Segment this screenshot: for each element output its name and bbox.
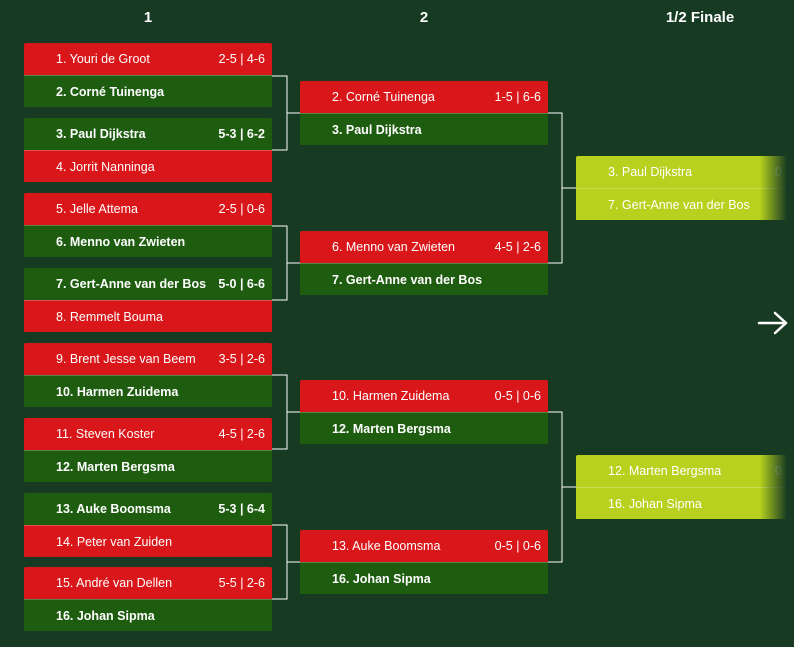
match-score: 2-5 | 4-6 [218,52,265,66]
player-row[interactable]: 10. Harmen Zuidema [24,375,272,407]
round1-match-6[interactable]: 11. Steven Koster 4-5 | 2-6 12. Marten Be… [24,418,272,483]
match-score: 3-5 | 2-6 [218,352,265,366]
match-score: 5-0 | 6-6 [218,277,265,291]
player-row[interactable]: 3. Paul Dijkstra 5-3 | 6-2 [24,118,272,150]
player-row[interactable]: 16. Johan Sipma [300,562,548,594]
semifinal-match-2[interactable]: 12. Marten Bergsma0 16. Johan Sipma [576,455,794,520]
round1-match-2[interactable]: 3. Paul Dijkstra 5-3 | 6-2 4. Jorrit Nann… [24,118,272,183]
player-name: 3. Paul Dijkstra [56,127,146,141]
round1-match-8[interactable]: 15. André van Dellen 5-5 | 2-6 16. Johan … [24,567,272,632]
round2-match-4[interactable]: 13. Auke Boomsma 0-5 | 0-6 16. Johan Sipm… [300,530,548,595]
player-row[interactable]: 12. Marten Bergsma0 [576,455,794,487]
player-name: 4. Jorrit Nanninga [56,160,155,174]
round2-match-2[interactable]: 6. Menno van Zwieten 4-5 | 2-6 7. Gert-An… [300,231,548,296]
player-name: 3. Paul Dijkstra [332,123,422,137]
player-row[interactable]: 7. Gert-Anne van der Bos 5-0 | 6-6 [24,268,272,300]
player-name: 6. Menno van Zwieten [332,240,455,254]
player-name: 16. Johan Sipma [332,572,431,586]
player-row[interactable]: 13. Auke Boomsma 0-5 | 0-6 [300,530,548,562]
player-row[interactable]: 7. Gert-Anne van der Bos [576,188,794,220]
round-header-1: 1 [143,9,153,26]
player-row[interactable]: 14. Peter van Zuiden [24,525,272,557]
player-name: 2. Corné Tuinenga [332,90,435,104]
player-name: 13. Auke Boomsma [332,539,441,553]
player-row[interactable]: 16. Johan Sipma [24,599,272,631]
player-row[interactable]: 13. Auke Boomsma 5-3 | 6-4 [24,493,272,525]
player-name: 8. Remmelt Bouma [56,310,163,324]
player-row[interactable]: 3. Paul Dijkstra0 [576,156,794,188]
player-name: 5. Jelle Attema [56,202,138,216]
scroll-fade [760,150,794,520]
player-name: 12. Marten Bergsma [56,460,175,474]
match-score: 5-5 | 2-6 [218,576,265,590]
player-name: 7. Gert-Anne van der Bos [608,198,750,212]
player-row[interactable]: 12. Marten Bergsma [24,450,272,482]
round2-match-1[interactable]: 2. Corné Tuinenga 1-5 | 6-6 3. Paul Dijks… [300,81,548,146]
match-score: 2-5 | 0-6 [218,202,265,216]
player-name: 3. Paul Dijkstra [608,165,693,179]
player-name: 15. André van Dellen [56,576,173,590]
player-name: 13. Auke Boomsma [56,502,171,516]
player-name: 12. Marten Bergsma [332,422,451,436]
player-row[interactable]: 4. Jorrit Nanninga [24,150,272,182]
player-row[interactable]: 9. Brent Jesse van Beem 3-5 | 2-6 [24,343,272,375]
arrow-right-icon[interactable] [756,308,790,338]
player-row[interactable]: 3. Paul Dijkstra [300,113,548,145]
player-name: 16. Johan Sipma [56,609,155,623]
player-row[interactable]: 12. Marten Bergsma [300,412,548,444]
player-name: 9. Brent Jesse van Beem [56,352,196,366]
player-name: 7. Gert-Anne van der Bos [56,277,207,291]
player-name: 10. Harmen Zuidema [332,389,450,403]
semifinal-match-1[interactable]: 3. Paul Dijkstra0 7. Gert-Anne van der B… [576,156,794,221]
player-row[interactable]: 6. Menno van Zwieten 4-5 | 2-6 [300,231,548,263]
round1-match-1[interactable]: 1. Youri de Groot 2-5 | 4-6 2. Corné Tuin… [24,43,272,108]
round1-match-7[interactable]: 13. Auke Boomsma 5-3 | 6-4 14. Peter van … [24,493,272,558]
player-row[interactable]: 16. Johan Sipma [576,487,794,519]
player-row[interactable]: 2. Corné Tuinenga 1-5 | 6-6 [300,81,548,113]
player-row[interactable]: 10. Harmen Zuidema 0-5 | 0-6 [300,380,548,412]
player-row[interactable]: 7. Gert-Anne van der Bos [300,263,548,295]
player-row[interactable]: 2. Corné Tuinenga [24,75,272,107]
match-score: 1-5 | 6-6 [494,90,541,104]
match-score: 0-5 | 0-6 [494,389,541,403]
match-score: 5-3 | 6-4 [218,502,265,516]
player-name: 14. Peter van Zuiden [56,535,173,549]
player-name: 1. Youri de Groot [56,52,150,66]
player-name: 7. Gert-Anne van der Bos [332,273,483,287]
player-name: 12. Marten Bergsma [608,464,722,478]
player-row[interactable]: 8. Remmelt Bouma [24,300,272,332]
round-header-2: 2 [419,9,429,26]
round1-match-4[interactable]: 7. Gert-Anne van der Bos 5-0 | 6-6 8. Rem… [24,268,272,333]
match-score: 0-5 | 0-6 [494,539,541,553]
player-row[interactable]: 15. André van Dellen 5-5 | 2-6 [24,567,272,599]
player-name: 11. Steven Koster [56,427,155,441]
match-score: 5-3 | 6-2 [218,127,265,141]
player-row[interactable]: 5. Jelle Attema 2-5 | 0-6 [24,193,272,225]
player-name: 10. Harmen Zuidema [56,385,179,399]
player-row[interactable]: 11. Steven Koster 4-5 | 2-6 [24,418,272,450]
player-name: 2. Corné Tuinenga [56,85,165,99]
match-score: 4-5 | 2-6 [494,240,541,254]
match-score: 4-5 | 2-6 [218,427,265,441]
player-name: 6. Menno van Zwieten [56,235,186,249]
player-row[interactable]: 1. Youri de Groot 2-5 | 4-6 [24,43,272,75]
player-name: 16. Johan Sipma [608,497,702,511]
round-header-semifinal: 1/2 Finale [665,9,735,26]
round2-match-3[interactable]: 10. Harmen Zuidema 0-5 | 0-6 12. Marten B… [300,380,548,445]
round1-match-3[interactable]: 5. Jelle Attema 2-5 | 0-6 6. Menno van Zw… [24,193,272,258]
player-row[interactable]: 6. Menno van Zwieten [24,225,272,257]
round1-match-5[interactable]: 9. Brent Jesse van Beem 3-5 | 2-6 10. Har… [24,343,272,408]
